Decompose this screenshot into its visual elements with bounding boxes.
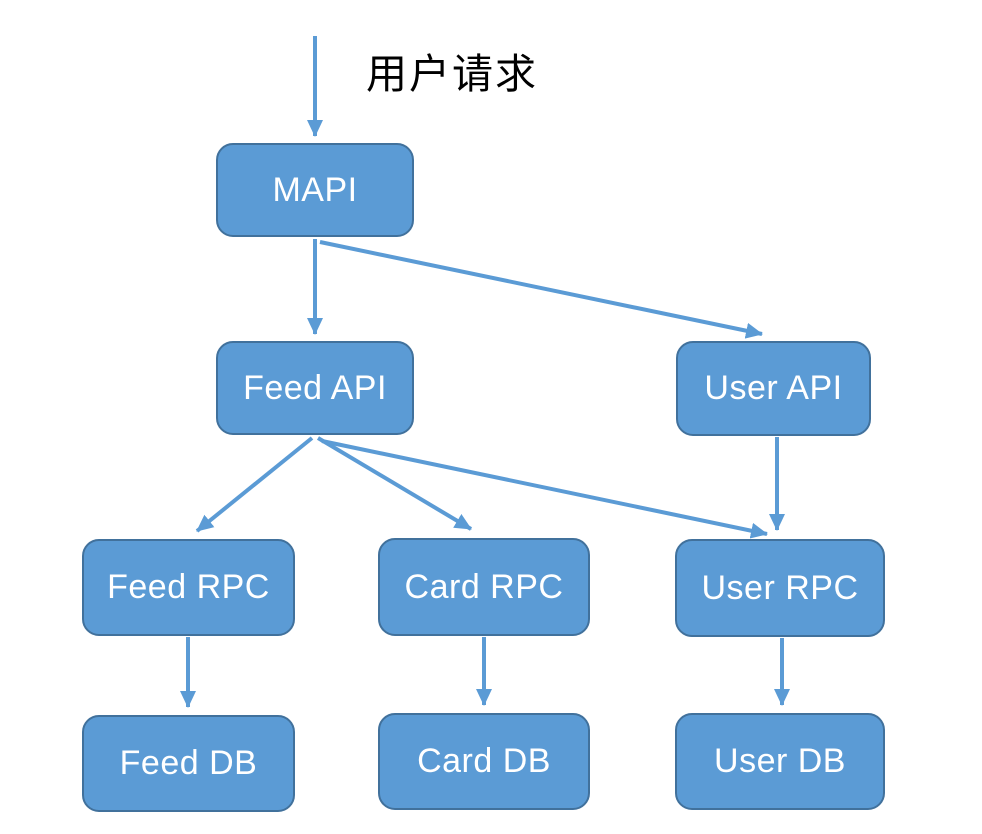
node-user-api: User API — [676, 341, 871, 436]
node-mapi: MAPI — [216, 143, 414, 237]
node-user-db: User DB — [675, 713, 885, 810]
node-user-api-label: User API — [704, 369, 843, 407]
edge-feed-api-to-feed-rpc — [195, 436, 314, 533]
node-card-db-label: Card DB — [417, 742, 551, 780]
node-card-db: Card DB — [378, 713, 590, 810]
node-card-rpc: Card RPC — [378, 538, 590, 636]
node-user-rpc: User RPC — [675, 539, 885, 637]
node-user-db-label: User DB — [714, 742, 846, 780]
node-user-rpc-label: User RPC — [701, 568, 859, 607]
edge-feed-api-to-user-rpc — [321, 439, 768, 539]
node-mapi-label: MAPI — [272, 170, 358, 209]
node-feed-api-label: Feed API — [243, 368, 387, 407]
user-request-label: 用户请求 — [366, 51, 538, 97]
node-feed-db-label: Feed DB — [119, 744, 258, 782]
node-card-rpc-label: Card RPC — [404, 567, 564, 606]
node-feed-rpc-label: Feed RPC — [107, 568, 270, 606]
edge-feed-api-to-card-rpc — [316, 436, 473, 531]
node-feed-rpc: Feed RPC — [82, 539, 295, 636]
edge-mapi-to-user-api — [319, 240, 763, 339]
node-feed-api: Feed API — [216, 341, 414, 435]
node-feed-db: Feed DB — [82, 715, 295, 812]
